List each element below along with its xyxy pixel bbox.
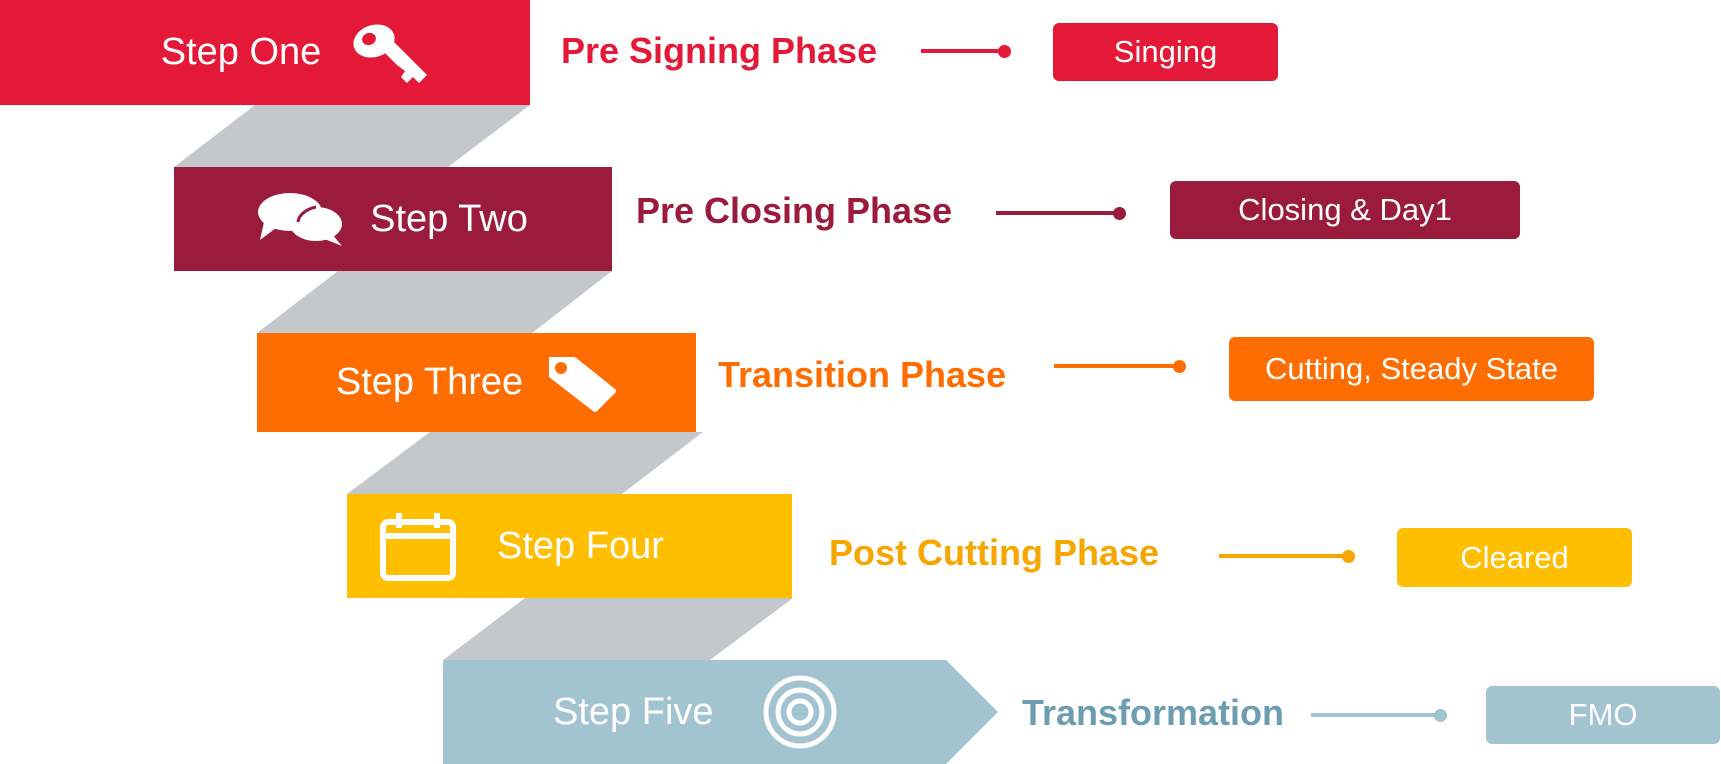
connector-line (996, 211, 1114, 215)
connector-line (921, 49, 1005, 53)
phase-label: Transition Phase (718, 354, 1007, 395)
step-five-chevron (443, 660, 998, 764)
connector-1-2 (174, 105, 530, 167)
connector-dot (1173, 360, 1186, 373)
status-badge: FMO (1486, 686, 1720, 744)
status-badge: Singing (1053, 23, 1278, 81)
connector-dot (998, 45, 1011, 58)
calendar-icon (379, 510, 457, 582)
connector-dot (1342, 550, 1355, 563)
connector-line (1219, 554, 1349, 558)
chat-bubbles-icon (258, 190, 344, 248)
step-two-box: Step Two (174, 167, 612, 271)
status-badge: Cleared (1397, 528, 1632, 587)
step-four-box: Step Four (347, 494, 792, 598)
connector-dot (1434, 709, 1447, 722)
step-label: Step Two (370, 197, 528, 240)
phase-label: Post Cutting Phase (829, 532, 1160, 573)
step-five-box: Step Five (443, 660, 943, 764)
status-badge: Cutting, Steady State (1229, 337, 1594, 401)
tag-icon (545, 353, 617, 413)
connector-2-3 (257, 271, 612, 333)
step-label: Step Five (553, 690, 714, 733)
step-one-box: Step One (0, 0, 530, 105)
phase-label: Transformation (1022, 692, 1285, 733)
step-label: Step One (160, 31, 322, 73)
step-label: Step Four (497, 524, 664, 567)
connector-3-4 (347, 432, 703, 494)
phase-label: Pre Closing Phase (636, 190, 953, 231)
status-badge: Closing & Day1 (1170, 181, 1520, 239)
connector-4-5 (443, 598, 793, 660)
connector-line (1311, 713, 1445, 717)
step-label: Step Three (335, 361, 524, 403)
key-icon (349, 19, 429, 87)
step-three-box: Step Three (257, 333, 696, 432)
target-icon (762, 674, 838, 750)
connector-line (1054, 364, 1176, 368)
connector-dot (1113, 207, 1126, 220)
phase-label: Pre Signing Phase (561, 30, 878, 71)
